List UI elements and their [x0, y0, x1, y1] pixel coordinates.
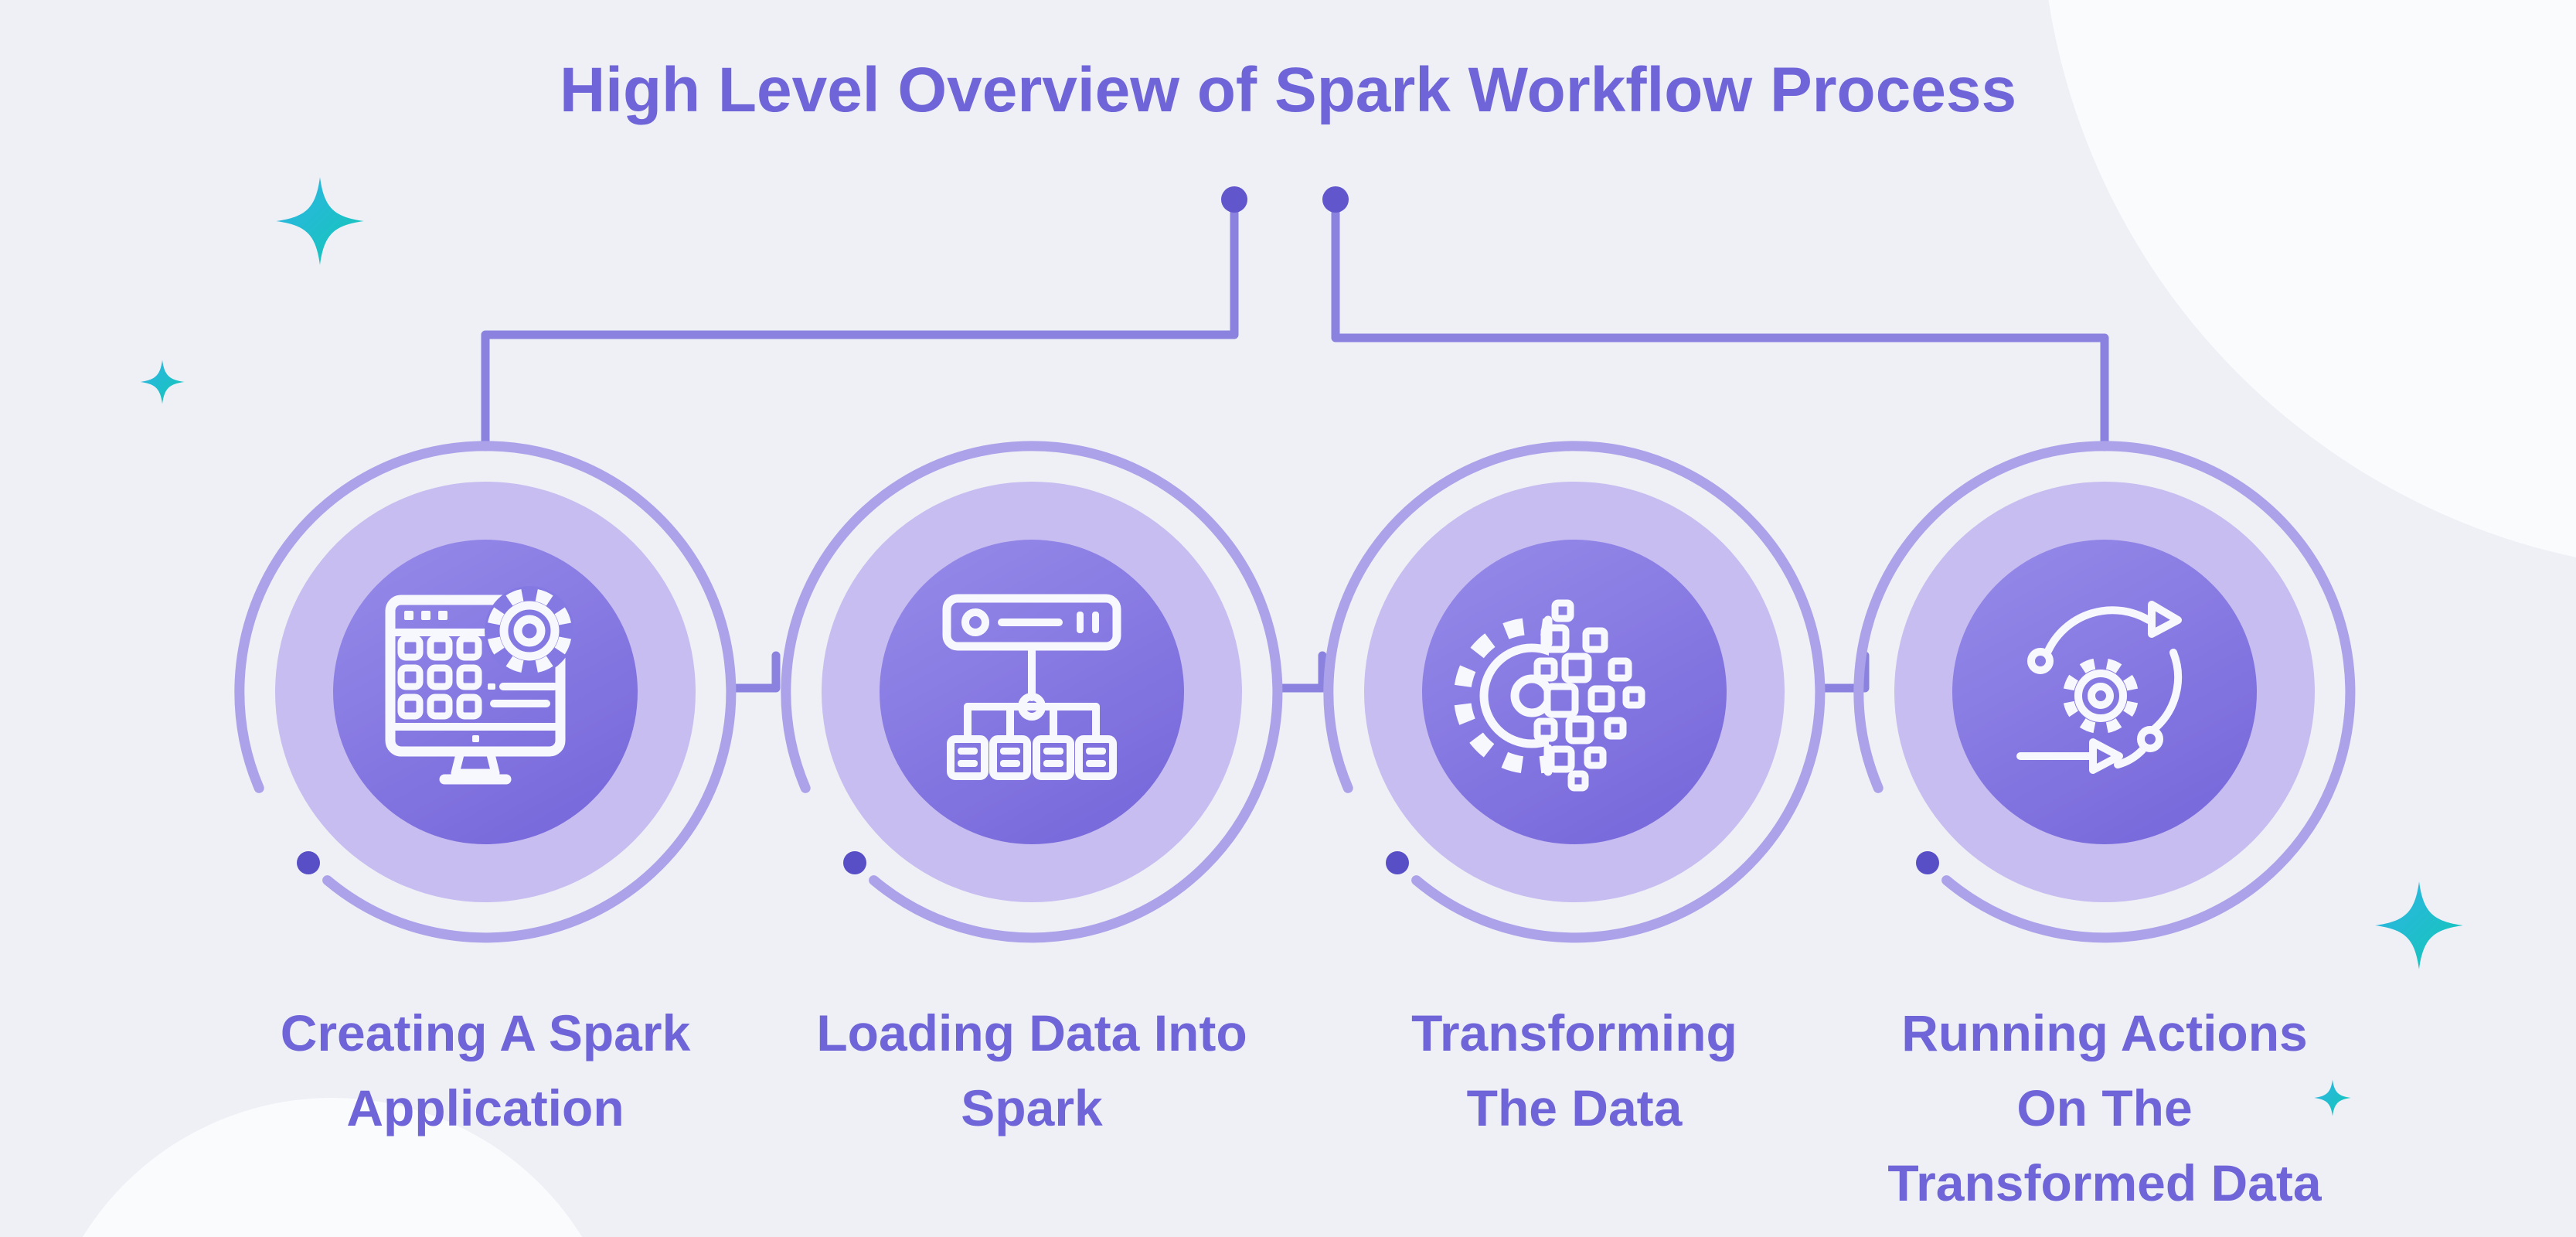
- step-ring: [234, 441, 737, 943]
- gear-icon: [485, 586, 574, 676]
- app-grid: [397, 635, 482, 720]
- data-squares: [1533, 599, 1645, 792]
- half-gear-icon: [1454, 618, 1549, 774]
- step-label-3: Transforming The Data: [1411, 1004, 1737, 1137]
- workflow-step-2: [761, 421, 1302, 963]
- server-hierarchy-icon: [942, 594, 1121, 780]
- sparkle-icon: [140, 360, 185, 404]
- step-ring-dot: [1916, 851, 1939, 874]
- monitor-gear-icon: [385, 586, 574, 785]
- server-box: [942, 594, 1121, 651]
- cycle-arrows: [2016, 601, 2182, 774]
- page-title: High Level Overview of Spark Workflow Pr…: [559, 55, 2017, 125]
- step-ring-dot: [297, 851, 320, 874]
- cycle-arrows-gear-icon: [2016, 601, 2182, 774]
- gear-icon: [2063, 658, 2139, 734]
- leaf-node: [1075, 735, 1117, 780]
- step-ring: [1323, 441, 1826, 943]
- step-ring-dot: [1386, 851, 1409, 874]
- connector-dot-right: [1322, 186, 1349, 213]
- workflow-step-3: [1304, 421, 1845, 963]
- connector-dot-left: [1221, 186, 1247, 213]
- step-label-1: Creating A Spark Application: [280, 1004, 691, 1137]
- monitor: [385, 595, 566, 785]
- step-label-4: Running Actions On The Transformed Data: [1887, 1004, 2322, 1212]
- hierarchy-tree: [947, 642, 1117, 780]
- sparkle-icon: [2314, 1079, 2351, 1116]
- step-label-2: Loading Data Into Spark: [816, 1004, 1247, 1137]
- leaf-node: [1033, 735, 1074, 780]
- sparkle-icon: [276, 177, 364, 265]
- sparkle-icon: [2375, 881, 2463, 969]
- leaf-node: [947, 735, 989, 780]
- workflow-step-1: [215, 421, 756, 963]
- leaf-node: [989, 735, 1031, 780]
- step-ring: [1853, 441, 2356, 943]
- step-ring-dot: [843, 851, 866, 874]
- step-ring: [781, 441, 1283, 943]
- gear-data-transform-icon: [1454, 599, 1645, 792]
- workflow-step-4: [1834, 421, 2375, 963]
